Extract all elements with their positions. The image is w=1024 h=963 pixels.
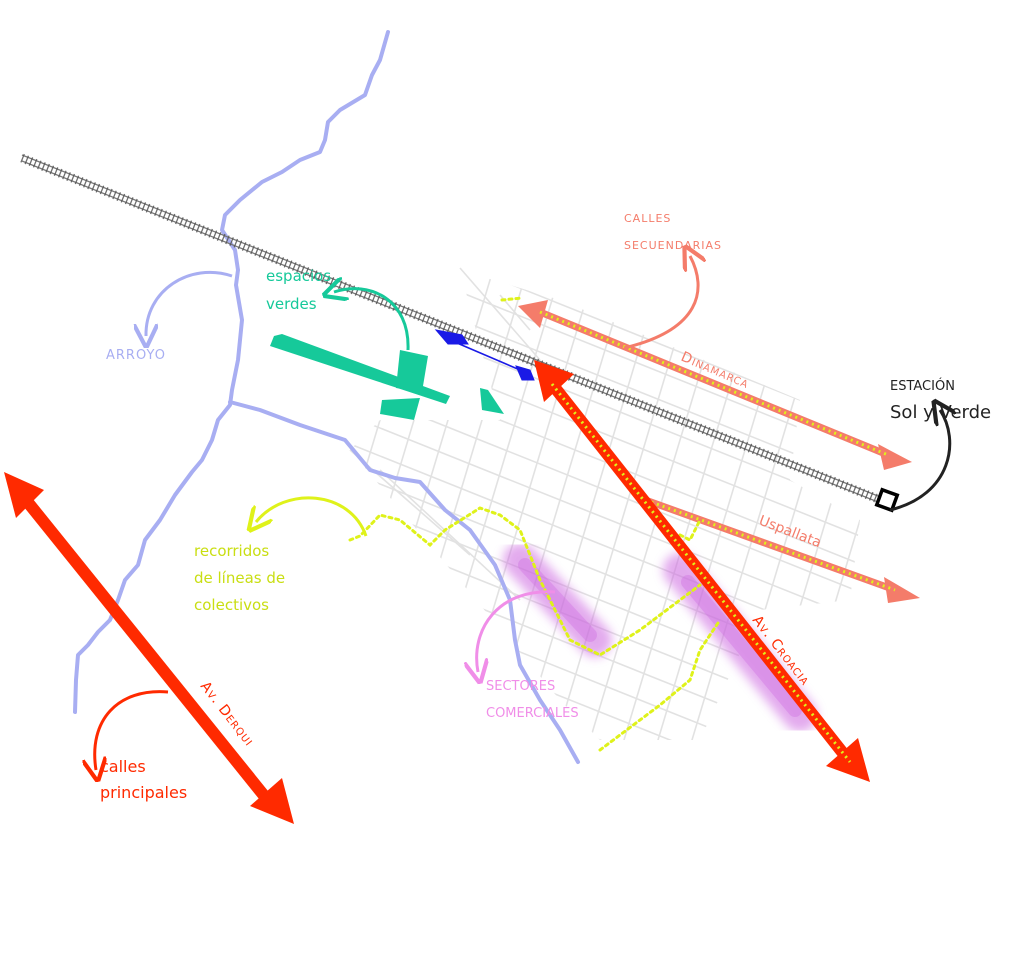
arroyo-stream: [73, 30, 580, 764]
street-grid: [350, 270, 860, 740]
sectores-label-line2: COMERCIALES: [486, 706, 579, 721]
railway: [20, 153, 890, 508]
estacion-label-line1: ESTACIÓN: [890, 378, 955, 394]
commercial-zones: [503, 543, 817, 732]
bus-routes: [348, 296, 722, 752]
recorridos-label-line3: colectivos: [194, 596, 269, 614]
secondary-streets: [518, 300, 920, 603]
calles-secundarias-label-line2: secuendarias: [624, 235, 722, 253]
calles-principales-label-line1: calles: [100, 757, 146, 776]
calles-secundarias-arrow-icon: [623, 256, 698, 350]
sectores-label-line1: SECTORES: [486, 679, 555, 694]
espacios-verdes-label-line1: espacios: [266, 267, 331, 285]
commercial-zones-core: [518, 558, 802, 717]
calles-principales-arrow-icon: [95, 690, 169, 770]
calles-principales-label-line2: principales: [100, 783, 187, 802]
sectores-arrow-icon: [477, 590, 556, 672]
espacios-verdes-arrow-icon: [334, 289, 410, 351]
calles-secundarias-label-line1: calles: [624, 208, 671, 226]
arroyo-label: ARROYO: [106, 348, 166, 363]
main-streets: [4, 360, 870, 824]
green-spaces: [270, 334, 504, 420]
espacios-verdes-label-line2: verdes: [266, 295, 317, 313]
arroyo-arrow-icon: [146, 270, 233, 336]
estacion-label-line2: Sol y Verde: [890, 402, 991, 423]
recorridos-label-line1: recorridos: [194, 542, 269, 560]
estacion-arrow-icon: [889, 410, 950, 512]
blue-building: [434, 329, 535, 381]
recorridos-arrow-icon: [256, 496, 368, 537]
station-marker: [874, 487, 900, 513]
recorridos-label-line2: de líneas de: [194, 569, 285, 587]
